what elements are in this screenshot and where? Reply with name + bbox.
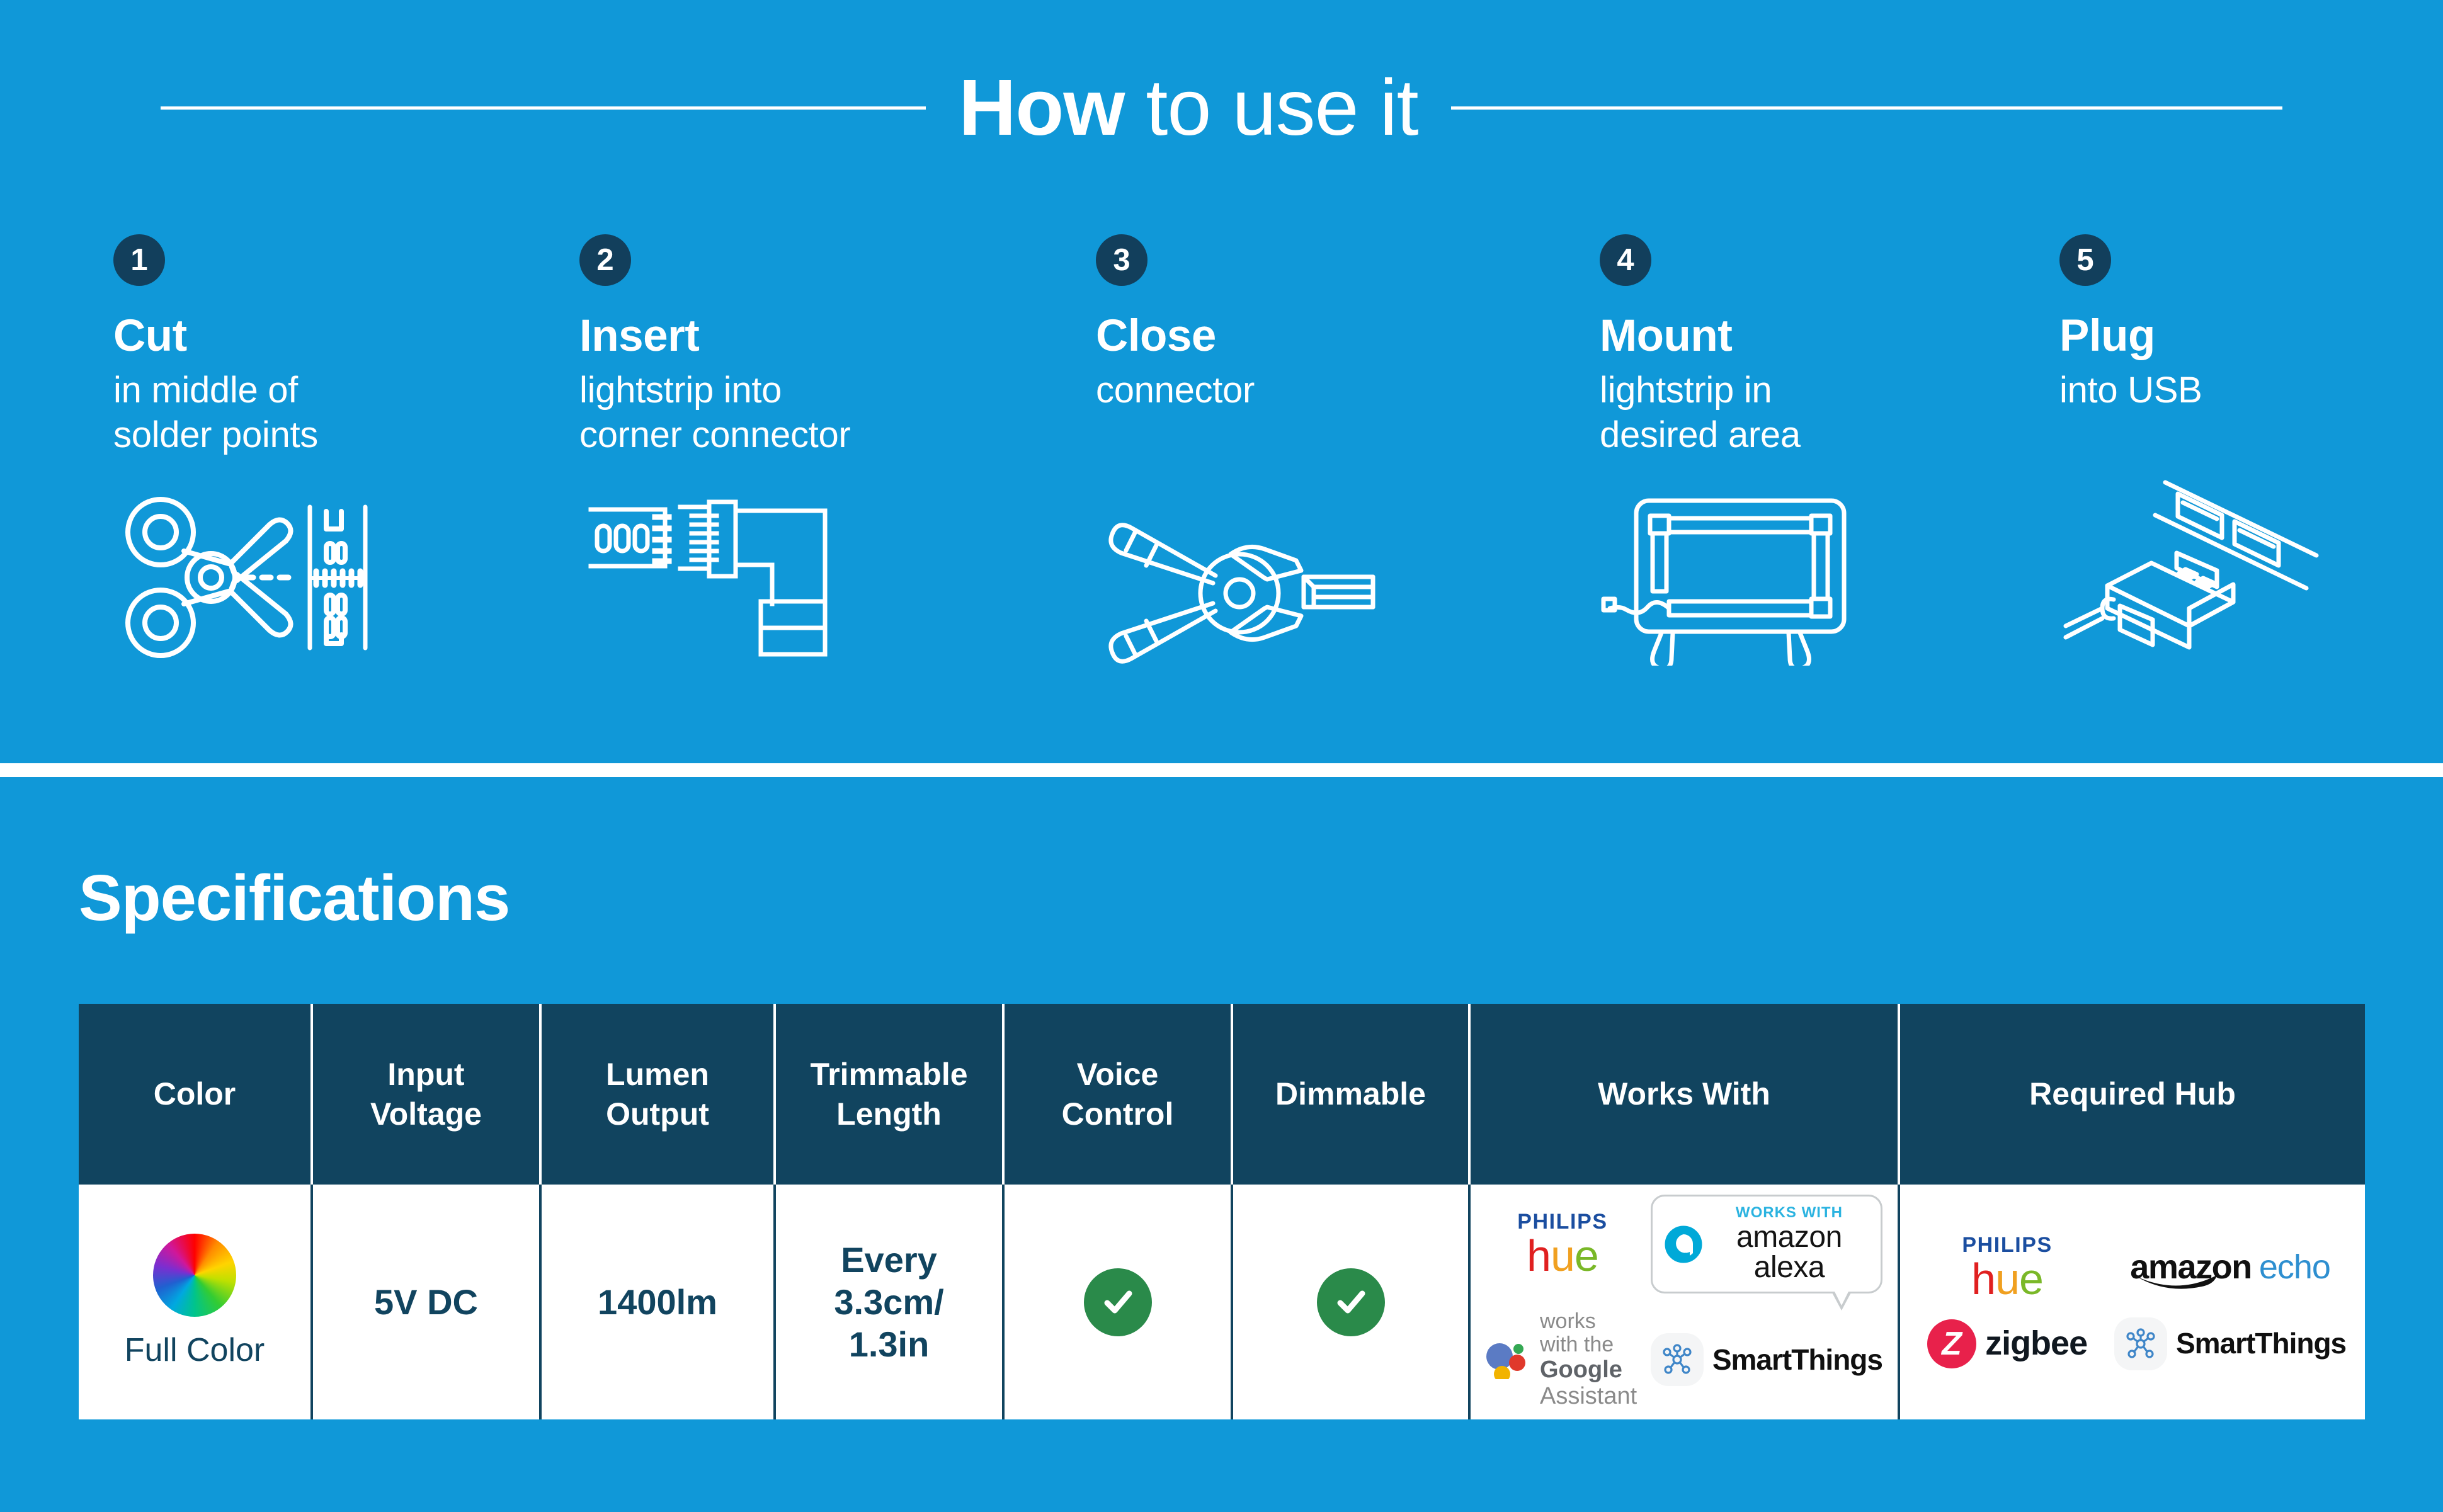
title-rule-right [1450, 106, 2282, 110]
alexa-works-with-label: WORKS WITH [1735, 1204, 1843, 1221]
page-title-rest: to use it [1124, 63, 1418, 152]
google-wordmark: Google [1540, 1356, 1622, 1383]
amazon-smile-icon [2134, 1256, 2222, 1298]
step-description: into USB [2059, 370, 2202, 411]
column-header-input-voltage: Input Voltage [312, 1004, 542, 1185]
philips-hue-logo: PHILIPS hue [1517, 1211, 1607, 1278]
pliers-closing-connector-icon [1096, 513, 1600, 676]
cell-lumen-output: 1400lm [540, 1185, 776, 1420]
cell-color: Full Color [79, 1185, 313, 1420]
smartthings-logo: SmartThings [1650, 1333, 1883, 1387]
google-works-with-label: works with the [1540, 1309, 1614, 1357]
page-title-row: How to use it [0, 68, 2443, 147]
page-title: How to use it [959, 68, 1418, 147]
table-header-row: Color Input Voltage Lumen Output Trimmab… [79, 1004, 2365, 1185]
cell-trimmable-length: Every 3.3cm/ 1.3in [775, 1185, 1005, 1420]
google-assistant-dots-icon [1486, 1340, 1531, 1380]
smartthings-wordmark: SmartThings [2176, 1327, 2347, 1360]
table-row: Full Color 5V DC 1400lm Every 3.3cm/ 1.3… [79, 1185, 2365, 1420]
step-item-close: 3 Close connector [1096, 234, 1600, 676]
philips-wordmark: PHILIPS [1962, 1232, 2053, 1257]
google-assistant-wordmark: Google Assistant [1540, 1356, 1639, 1410]
step-number-badge: 5 [2059, 234, 2111, 286]
table-body: Full Color 5V DC 1400lm Every 3.3cm/ 1.3… [79, 1185, 2365, 1420]
column-header-trimmable-length: Trimmable Length [775, 1004, 1005, 1185]
specifications-title: Specifications [79, 861, 510, 934]
zigbee-wordmark: zigbee [1985, 1324, 2088, 1363]
step-item-plug: 5 Plug into USB [2059, 234, 2412, 678]
color-value-label: Full Color [124, 1332, 265, 1369]
column-header-lumen-output: Lumen Output [540, 1004, 776, 1185]
green-check-icon [1083, 1268, 1152, 1336]
zigbee-logo: Z zigbee [1927, 1319, 2088, 1368]
table-header: Color Input Voltage Lumen Output Trimmab… [79, 1004, 2365, 1185]
smartthings-logo: SmartThings [2114, 1317, 2347, 1370]
column-header-color: Color [79, 1004, 313, 1185]
step-number-badge: 3 [1096, 234, 1147, 286]
tv-with-lightstrip-icon [1600, 483, 2059, 666]
philips-hue-logo: PHILIPS hue [1962, 1234, 2052, 1301]
alexa-wordmark: amazon alexa [1736, 1220, 1842, 1284]
philips-wordmark: PHILIPS [1517, 1209, 1608, 1234]
steps-list: 1 Cut in middle of solder points [113, 234, 2380, 678]
how-to-use-section: How to use it 1 Cut in middle of solder … [0, 67, 2443, 678]
step-title: Plug [2059, 311, 2155, 361]
step-item-mount: 4 Mount lightstrip in desired area [1600, 234, 2059, 666]
cell-voice-control [1003, 1185, 1233, 1420]
google-assistant-logo: works with the Google Assistant [1486, 1309, 1639, 1410]
title-rule-left [161, 106, 926, 110]
assistant-wordmark: Assistant [1540, 1382, 1637, 1409]
green-check-icon [1316, 1268, 1385, 1336]
color-wheel-icon [153, 1234, 236, 1317]
amazon-echo-logo: amazon echo [2130, 1247, 2331, 1289]
step-description: in middle of solder points [113, 370, 318, 455]
column-header-works-with: Works With [1469, 1004, 1900, 1185]
hue-wordmark: hue [1971, 1254, 2044, 1304]
step-item-cut: 1 Cut in middle of solder points [113, 234, 579, 672]
column-header-required-hub: Required Hub [1899, 1004, 2365, 1185]
cell-works-with: PHILIPS hue [1469, 1185, 1900, 1420]
hue-wordmark: hue [1527, 1231, 1599, 1280]
alexa-ring-icon [1664, 1225, 1703, 1264]
specifications-table: Color Input Voltage Lumen Output Trimmab… [79, 1004, 2365, 1420]
amazon-alexa-badge: WORKS WITH amazon alexa [1650, 1195, 1882, 1310]
page-title-bold: How [959, 63, 1125, 152]
column-header-voice-control: Voice Control [1003, 1004, 1233, 1185]
step-description: lightstrip into corner connector [579, 370, 851, 455]
echo-wordmark: echo [2258, 1248, 2331, 1287]
step-title: Cut [113, 311, 187, 361]
lightstrip-corner-connector-icon [579, 483, 1096, 672]
scissors-cutting-lightstrip-icon [113, 483, 579, 672]
smartthings-wordmark: SmartThings [1712, 1343, 1883, 1376]
specifications-section: Specifications Color Input Voltage Lumen… [0, 777, 2443, 1512]
step-number-badge: 1 [113, 234, 165, 286]
amazon-wordmark: amazon [2130, 1248, 2252, 1287]
smartthings-mark-icon [2114, 1317, 2167, 1370]
step-item-insert: 2 Insert lightstrip into corner connecto… [579, 234, 1096, 672]
step-number-badge: 4 [1600, 234, 1651, 286]
smartthings-mark-icon [1650, 1333, 1704, 1387]
step-description: connector [1096, 370, 1255, 411]
step-title: Close [1096, 311, 1216, 361]
usb-plug-into-port-icon [2059, 476, 2412, 678]
column-header-dimmable: Dimmable [1232, 1004, 1471, 1185]
step-title: Insert [579, 311, 700, 361]
cell-required-hub: PHILIPS hue amazon [1899, 1185, 2365, 1420]
cell-input-voltage: 5V DC [312, 1185, 542, 1420]
step-title: Mount [1600, 311, 1733, 361]
cell-dimmable [1232, 1185, 1471, 1420]
section-divider [0, 763, 2443, 777]
step-description: lightstrip in desired area [1600, 370, 1801, 455]
step-number-badge: 2 [579, 234, 631, 286]
zigbee-mark-icon: Z [1927, 1319, 1977, 1368]
